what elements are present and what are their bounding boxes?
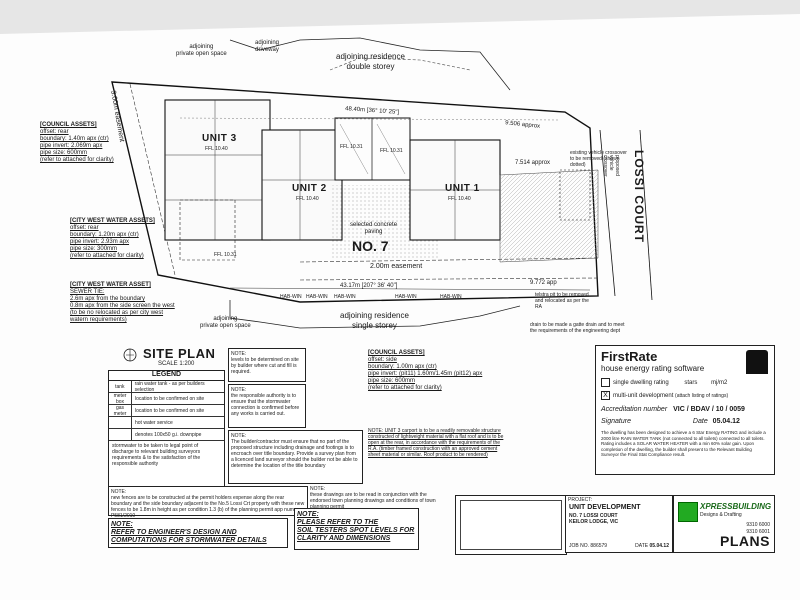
garages [334,117,411,181]
firstrate-title: FirstRate [601,349,658,364]
adjoining-private-bottom: adjoining private open space [200,316,251,329]
unit-2-label: UNIT 2 [292,183,327,194]
road-label: LOSSI COURT [632,150,646,244]
unit-1-ffl: FFL 10.40 [448,196,471,202]
unit-3-label: UNIT 3 [202,133,237,144]
firstrate-description: The dwelling has been designed to achiev… [601,430,766,458]
hab-win-3: HAB-WIN [334,294,356,300]
council-assets-note: [COUNCIL ASSETS] offset: rear boundary: … [40,122,114,163]
garage-ffl-1: FFL 10.31 [340,144,363,150]
crossover-remove-note: existing vehicle crossover to be removed… [570,150,627,168]
single-dwelling-row: single dwelling rating stars mj/m2 [601,378,769,387]
soil-testers-note: NOTE: PLEASE REFER TO THE SOIL TESTERS S… [294,508,419,550]
adjoining-building-bottom [229,300,521,329]
adjoining-driveway: adjoining driveway [255,40,280,53]
legend-row-downpipe: denotes 100x50 g.i. downpipe [109,429,224,441]
council-assets-side-note: [COUNCIL ASSETS] offset: side boundary: … [368,350,483,391]
side-easement-line [129,83,176,276]
city-west-water-note: [CITY WEST WATER ASSETS] offset: rear bo… [70,218,155,259]
builder-note: NOTE: The builder/contractor must ensure… [228,430,363,484]
unit-3-footprint [164,99,271,241]
bottom-dimension: 43.17m [207° 36' 40"] [340,283,398,289]
legend-title: LEGEND [109,371,224,381]
legend-row-hws: hot water service [109,417,224,429]
authority-note: NOTE: the responsible authority is to en… [228,384,306,428]
planning-note: NOTE: these drawings are to be read in c… [310,486,436,510]
mid-easement-label: 2.00m easement [370,263,423,270]
property-boundary [111,81,599,303]
scan-edge [0,0,800,34]
fence-note: NOTE: new fences are to be constructed a… [108,486,308,519]
hab-win-4: HAB-WIN [395,294,417,300]
project-name: UNIT DEVELOPMENT [569,504,641,511]
drain-note: drain to be made a gatte drain and to me… [530,322,625,334]
project-block: PROJECT: UNIT DEVELOPMENT NO. 7 LOSSI CO… [565,495,673,553]
lot-number: NO. 7 [352,238,389,254]
company-phone: 9310 6000 [746,522,770,528]
firstrate-subtitle: house energy rating software [601,364,705,373]
project-address: NO. 7 LOSSI COURT KEILOR LODGE, VIC [569,513,619,525]
hab-win-2: HAB-WIN [306,294,328,300]
levels-note: NOTE: levels to be determined on site by… [228,348,306,382]
job-number: JOB NO. 886579 [569,543,608,549]
single-dwelling-checkbox[interactable] [601,378,610,387]
unit-2-ffl: FFL 10.40 [296,196,319,202]
adjoining-private-top: adjoining private open space [176,44,227,57]
telstra-pit-note: telstra pit to be removed and relocated … [535,292,589,310]
engineer-note: NOTE: REFER TO ENGINEER'S DESIGN AND COM… [108,518,288,548]
driveway [499,169,599,263]
unit3-carport-note: NOTE: UNIT 3 carport is to be a readily … [368,428,504,458]
garage-ffl-2: FFL 10.31 [380,148,403,154]
drawing-title-frame [455,495,567,555]
unit-1-label: UNIT 1 [445,183,480,194]
right-dimension-mid: 7.514 approx [515,160,551,166]
company-sub: Designs & Drafting [700,512,742,518]
accreditation-row: Accreditation number VIC / BDAV / 10 / 0… [601,406,745,414]
adjoining-residence-bottom: adjoining residence single storey [340,311,409,330]
project-date: DATE 05.04.12 [635,543,669,549]
adjoining-building-top [229,37,511,91]
paving-note: selected concrete paving [350,222,398,235]
road-kerb [639,129,653,301]
unit-3-carport [179,199,236,261]
company-fax: 9310 6001 [746,529,770,535]
signature-row: Signature Date 05.04.12 [601,418,740,426]
firstrate-panel: FirstRate house energy rating software s… [595,345,775,475]
company-name: XPRESSBUILDING [700,502,772,511]
unit-3-ffl: FFL 10.40 [205,146,228,152]
carport-ffl: FFL 10.31 [214,252,237,258]
company-logo [678,502,698,522]
sewer-tie-note: [CITY WEST WATER ASSET] SEWER TIE: 2.6m … [70,282,175,323]
drive-line [299,277,599,281]
site-plan-scale: SCALE 1:200 [158,361,195,367]
company-block: XPRESSBUILDING Designs & Drafting 9310 6… [673,495,775,553]
adjoining-residence-top: adjoining residence double storey [336,52,405,71]
hab-win-1: HAB-WIN [280,294,302,300]
right-dimension-low: 9.772 app [530,280,557,286]
house-energy-logo [746,350,768,374]
multi-unit-checkbox[interactable]: X [601,391,610,401]
plans-label: PLANS [720,533,770,549]
hab-win-5: HAB-WIN [440,294,462,300]
site-plan-title: SITE PLAN [143,346,216,361]
legend-note: stormwater to be taken to legal point of… [112,443,201,467]
proposed-crossover-note: proposed vehicle crossover [602,155,620,177]
